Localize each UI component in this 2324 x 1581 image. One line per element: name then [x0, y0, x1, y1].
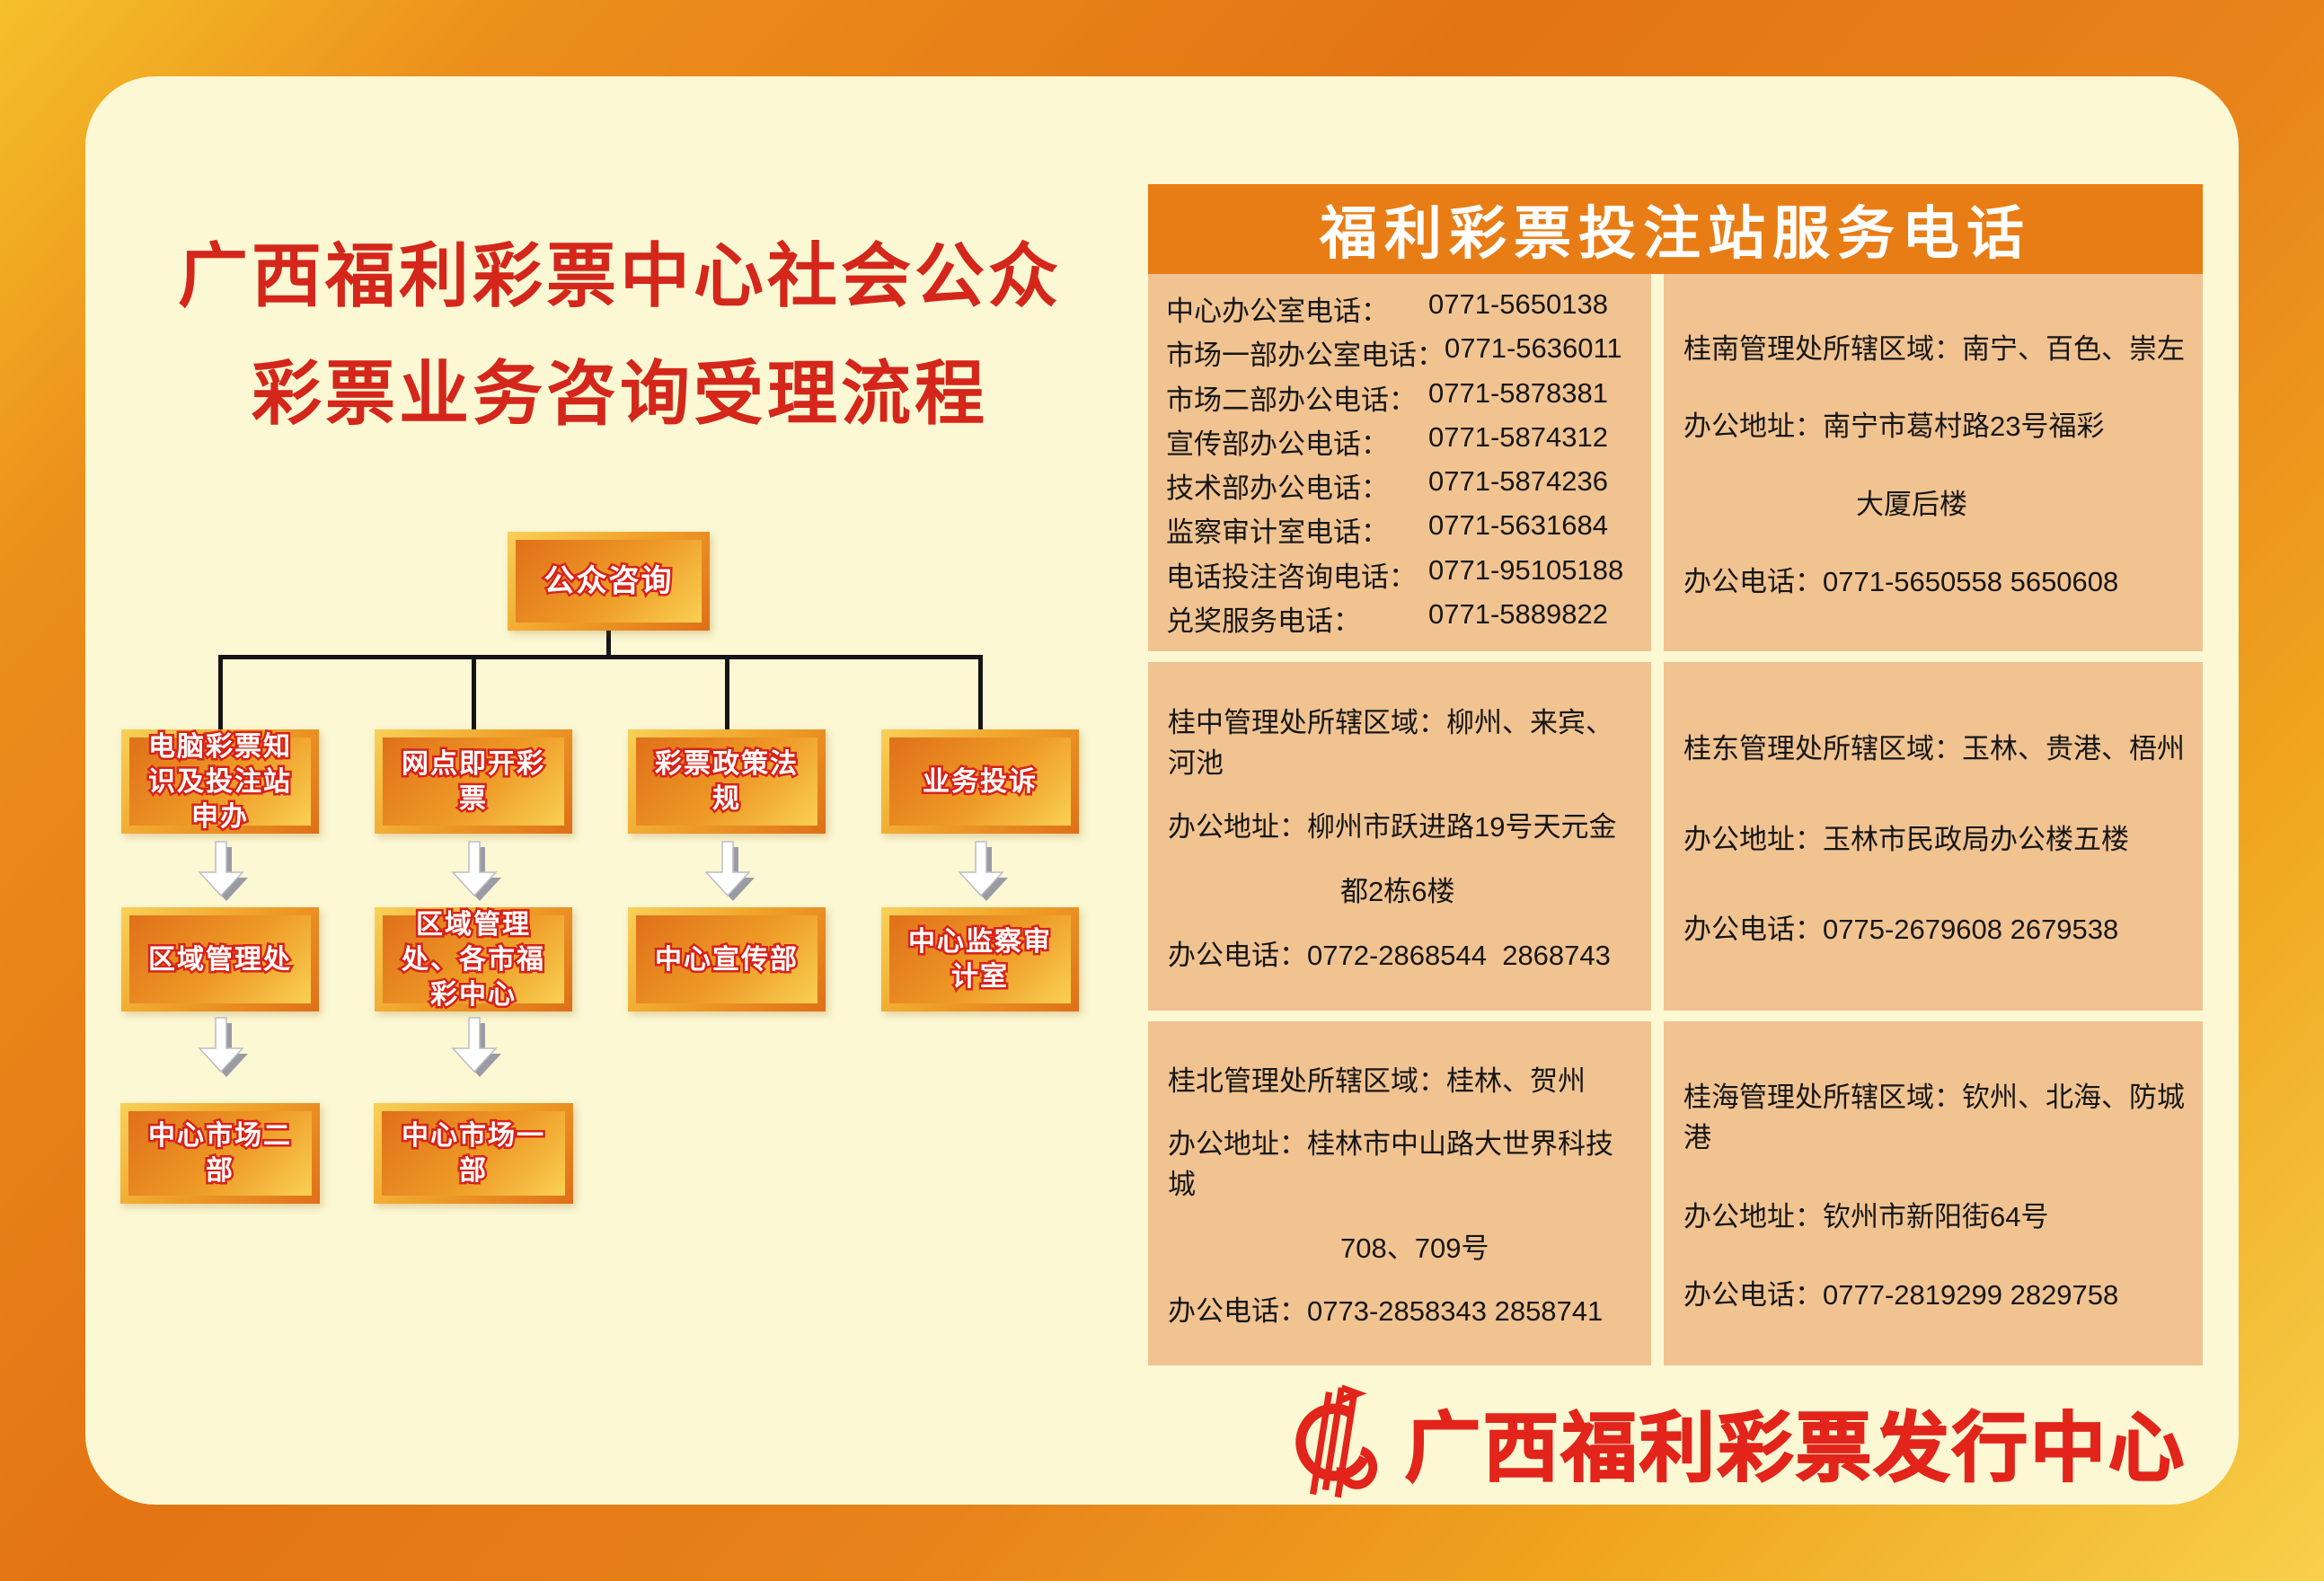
footer: 广西福利彩票发行中心	[1285, 1383, 2187, 1500]
office-phone: 办公电话：0777-2819299 2829758	[1683, 1279, 2119, 1312]
connector-line	[472, 655, 476, 730]
flow-box-label: 区域管理处、各市福彩中心	[400, 907, 546, 1011]
connector-line	[218, 655, 223, 730]
flow-box-label: 中心宣传部	[653, 942, 800, 976]
connector-line	[218, 655, 983, 659]
office-cell-guidong: 桂东管理处所辖区域：玉林、贵港、梧州 办公地址：玉林市民政局办公楼五楼 办公电话…	[1664, 662, 2203, 1011]
office-region: 桂北管理处所辖区域：桂林、贺州	[1168, 1065, 1586, 1098]
office-region: 桂中管理处所辖区域：柳州、来宾、河池	[1168, 707, 1613, 780]
office-address-line2: 大厦后楼	[1856, 488, 1967, 520]
flow-box-label: 公众咨询	[542, 561, 674, 600]
phone-row: 市场二部办公电话：0771-5878381	[1166, 376, 1608, 416]
phone-row: 市场一部办公室电话：0771-5636011	[1166, 332, 1622, 372]
flow-box-market-dept1: 中心市场一部	[374, 1103, 573, 1204]
flow-box-audit-office: 中心监察审计室	[881, 907, 1079, 1011]
office-address: 办公地址：钦州市新阳街64号	[1683, 1200, 2049, 1232]
poster-title-line2: 彩票业务咨询受理流程	[251, 355, 988, 434]
office-phone: 办公电话：0771-5650558 5650608	[1683, 566, 2119, 598]
poster-title: 广西福利彩票中心社会公众 彩票业务咨询受理流程	[108, 217, 1132, 453]
flow-box-label: 业务投诉	[921, 764, 1038, 799]
office-address: 办公地址：南宁市葛村路23号福彩	[1683, 411, 2105, 443]
office-address-line2: 都2栋6楼	[1340, 875, 1455, 907]
flow-box-label: 电脑彩票知识及投注站申办	[146, 729, 293, 834]
office-address: 办公地址：桂林市中山路大世界科技城	[1168, 1128, 1613, 1201]
office-region: 桂南管理处所辖区域：南宁、百色、崇左	[1683, 332, 2185, 365]
flow-box-label: 彩票政策法规	[653, 747, 800, 817]
office-region: 桂海管理处所辖区域：钦州、北海、防城港	[1683, 1081, 2185, 1153]
flow-box-public-consultation: 公众咨询	[508, 532, 710, 631]
office-cell-guibei: 桂北管理处所辖区域：桂林、贺州 办公地址：桂林市中山路大世界科技城 708、70…	[1148, 1021, 1651, 1365]
office-region: 桂东管理处所辖区域：玉林、贵港、梧州	[1683, 733, 2185, 765]
phone-row: 中心办公室电话：0771-5650138	[1166, 288, 1608, 328]
down-arrow-icon	[198, 841, 248, 901]
flow-box-regional-office: 区域管理处	[121, 907, 319, 1011]
phone-panel-title: 福利彩票投注站服务电话	[1320, 202, 2031, 266]
connector-line	[725, 655, 729, 730]
office-phone: 办公电话：0772-2868544 2868743	[1168, 939, 1611, 971]
flow-box-instant-ticket: 网点即开彩票	[375, 729, 572, 834]
flow-box-label: 区域管理处	[146, 942, 293, 976]
down-arrow-icon	[451, 1017, 501, 1077]
phone-panel-header: 福利彩票投注站服务电话	[1148, 184, 2203, 274]
phone-row: 监察审计室电话：0771-5631684	[1166, 509, 1608, 549]
phone-row: 电话投注咨询电话：0771-95105188	[1166, 553, 1624, 593]
flow-box-computer-lottery: 电脑彩票知识及投注站申办	[121, 729, 319, 834]
phones-cell: 中心办公室电话：0771-5650138 市场一部办公室电话：0771-5636…	[1148, 274, 1651, 651]
phone-row: 兑奖服务电话：0771-5889822	[1166, 597, 1608, 637]
flow-box-publicity-dept: 中心宣传部	[628, 907, 826, 1011]
flow-box-label: 中心监察审计室	[906, 925, 1053, 994]
down-arrow-icon	[198, 1017, 248, 1077]
flow-box-label: 中心市场二部	[146, 1119, 293, 1188]
office-address: 办公地址：柳州市跃进路19号天元金	[1168, 811, 1617, 843]
poster-title-line1: 广西福利彩票中心社会公众	[177, 237, 1062, 315]
flow-box-regional-city-centers: 区域管理处、各市福彩中心	[375, 907, 572, 1011]
flow-box-complaint: 业务投诉	[881, 729, 1079, 834]
phone-row: 宣传部办公电话：0771-5874312	[1166, 420, 1608, 460]
office-cell-guihai: 桂海管理处所辖区域：钦州、北海、防城港 办公地址：钦州市新阳街64号 办公电话：…	[1664, 1021, 2203, 1365]
office-phone: 办公电话：0775-2679608 2679538	[1683, 913, 2119, 945]
office-cell-guinan: 桂南管理处所辖区域：南宁、百色、崇左 办公地址：南宁市葛村路23号福彩 大厦后楼…	[1664, 274, 2203, 651]
office-address: 办公地址：玉林市民政局办公楼五楼	[1683, 823, 2129, 855]
welfare-lottery-logo-icon	[1295, 1384, 1378, 1498]
connector-line	[606, 627, 611, 658]
flow-box-label: 网点即开彩票	[400, 747, 546, 817]
office-address-line2: 708、709号	[1340, 1232, 1489, 1264]
flow-box-market-dept2: 中心市场二部	[120, 1103, 320, 1204]
phone-row: 技术部办公电话：0771-5874236	[1166, 465, 1608, 505]
flow-box-label: 中心市场一部	[400, 1119, 546, 1188]
office-phone: 办公电话：0773-2858343 2858741	[1168, 1294, 1604, 1327]
down-arrow-icon	[704, 841, 755, 901]
office-cell-guizhong: 桂中管理处所辖区域：柳州、来宾、河池 办公地址：柳州市跃进路19号天元金 都2栋…	[1148, 662, 1651, 1011]
down-arrow-icon	[451, 841, 501, 901]
down-arrow-icon	[958, 841, 1008, 901]
footer-org-name: 广西福利彩票发行中心	[1404, 1405, 2187, 1491]
flow-box-policy: 彩票政策法规	[628, 729, 826, 834]
connector-line	[978, 655, 983, 730]
